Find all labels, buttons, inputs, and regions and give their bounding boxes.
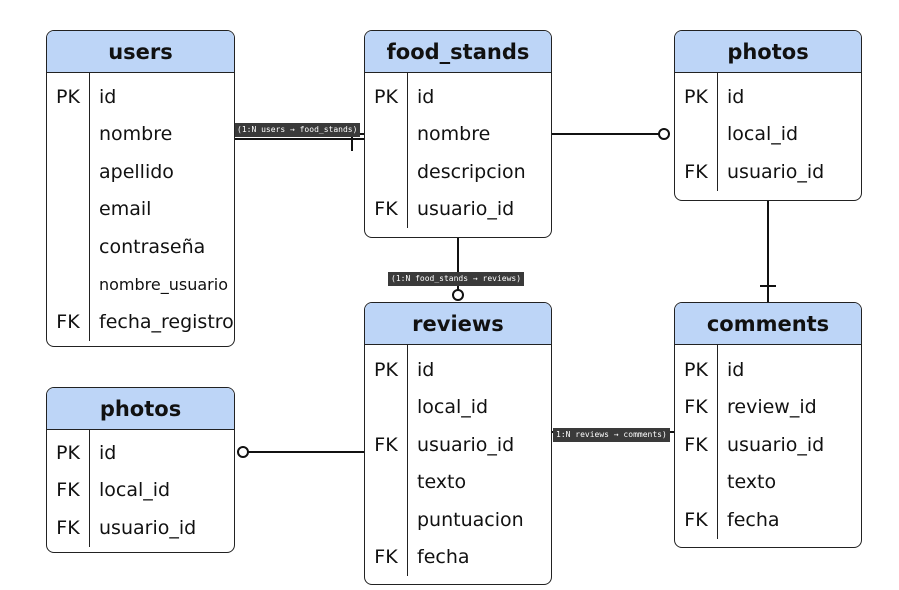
field-row: PK id: [675, 78, 861, 116]
entity-title: photos: [47, 388, 234, 430]
field-row: PK id: [365, 351, 551, 389]
field-key: FK: [374, 546, 398, 569]
field-row: PK id: [365, 78, 551, 116]
field-name: usuario_id: [99, 516, 197, 539]
entity-comments: comments PK id FK review_id FK usuario_id t…: [674, 302, 862, 548]
field-name: texto: [417, 471, 467, 494]
field-name: puntuacion: [417, 508, 524, 531]
field-row: FK usuario_id: [47, 509, 234, 547]
field-name: local_id: [99, 479, 171, 502]
field-row: PK id: [47, 78, 234, 116]
field-row: PK id: [675, 351, 861, 389]
field-row: FK usuario_id: [675, 426, 861, 464]
field-row: FK fecha_registro: [47, 303, 234, 341]
field-name: id: [417, 358, 435, 381]
field-name: usuario_id: [727, 160, 825, 183]
field-key: FK: [684, 160, 708, 183]
field-key: FK: [56, 516, 80, 539]
field-name: fecha: [417, 546, 470, 569]
field-row: descripcion: [365, 153, 551, 191]
rel-photos-reviews-circle: [237, 446, 249, 458]
entity-food-stands: food_stands PK id nombre descripcion FK us…: [364, 30, 552, 238]
field-row: local_id: [365, 389, 551, 427]
field-name: nombre: [417, 123, 491, 146]
field-row: nombre: [47, 116, 234, 154]
field-row: local_id: [675, 116, 861, 154]
entity-photos-bottom: photos PK id FK local_id FK usuario_id: [46, 387, 235, 553]
entity-users: users PK id nombre apellido email contras…: [46, 30, 235, 347]
field-name: usuario_id: [417, 433, 515, 456]
field-name: id: [99, 441, 117, 464]
field-key: FK: [684, 396, 708, 419]
field-row: texto: [365, 464, 551, 502]
field-key: PK: [56, 85, 80, 108]
rel-label-reviews-comments: 1:N reviews → comments): [553, 428, 670, 442]
field-name: fecha: [727, 508, 780, 531]
entity-title: photos: [675, 31, 861, 73]
field-name: apellido: [99, 160, 174, 183]
field-row: FK fecha: [365, 539, 551, 577]
field-row: contraseña: [47, 228, 234, 266]
field-name: id: [417, 85, 435, 108]
field-key: FK: [374, 433, 398, 456]
field-row: email: [47, 191, 234, 229]
field-row: nombre_usuario: [47, 266, 234, 304]
field-row: PK id: [47, 434, 234, 472]
entity-title: reviews: [365, 303, 551, 345]
field-key: FK: [56, 310, 80, 333]
field-name: nombre_usuario: [99, 274, 228, 294]
field-name: id: [99, 85, 117, 108]
field-key: FK: [684, 508, 708, 531]
entity-title: food_stands: [365, 31, 551, 73]
field-row: FK review_id: [675, 389, 861, 427]
field-name: email: [99, 198, 152, 221]
field-key: PK: [56, 441, 80, 464]
field-name: local_id: [417, 396, 489, 419]
field-key: PK: [684, 85, 708, 108]
entity-title: users: [47, 31, 234, 73]
field-key: PK: [684, 358, 708, 381]
field-name: texto: [727, 471, 777, 494]
field-name: id: [727, 358, 745, 381]
field-row: nombre: [365, 116, 551, 154]
field-row: FK local_id: [47, 472, 234, 510]
rel-food-stands-photos-circle: [658, 128, 670, 140]
field-name: review_id: [727, 396, 817, 419]
field-name: descripcion: [417, 160, 526, 183]
field-row: FK usuario_id: [365, 191, 551, 229]
field-key: FK: [684, 433, 708, 456]
field-name: id: [727, 85, 745, 108]
field-row: FK usuario_id: [365, 426, 551, 464]
entity-reviews: reviews PK id local_id FK usuario_id texto…: [364, 302, 552, 585]
field-key: PK: [374, 85, 398, 108]
field-name: fecha_registro: [99, 310, 234, 333]
field-name: usuario_id: [417, 198, 515, 221]
field-name: nombre: [99, 123, 173, 146]
field-row: apellido: [47, 153, 234, 191]
field-name: usuario_id: [727, 433, 825, 456]
field-key: FK: [56, 479, 80, 502]
entity-title: comments: [675, 303, 861, 345]
field-name: contraseña: [99, 235, 206, 258]
field-row: texto: [675, 464, 861, 502]
rel-label-food-stands-reviews: (1:N food_stands → reviews): [388, 272, 525, 286]
field-key: FK: [374, 198, 398, 221]
field-name: local_id: [727, 123, 799, 146]
entity-photos-top: photos PK id local_id FK usuario_id: [674, 30, 862, 201]
rel-label-users-food-stands: (1:N users → food_stands): [234, 123, 361, 137]
field-row: puntuacion: [365, 501, 551, 539]
field-key: PK: [374, 358, 398, 381]
field-row: FK usuario_id: [675, 153, 861, 191]
rel-food-stands-reviews-circle: [452, 289, 464, 301]
field-row: FK fecha: [675, 501, 861, 539]
